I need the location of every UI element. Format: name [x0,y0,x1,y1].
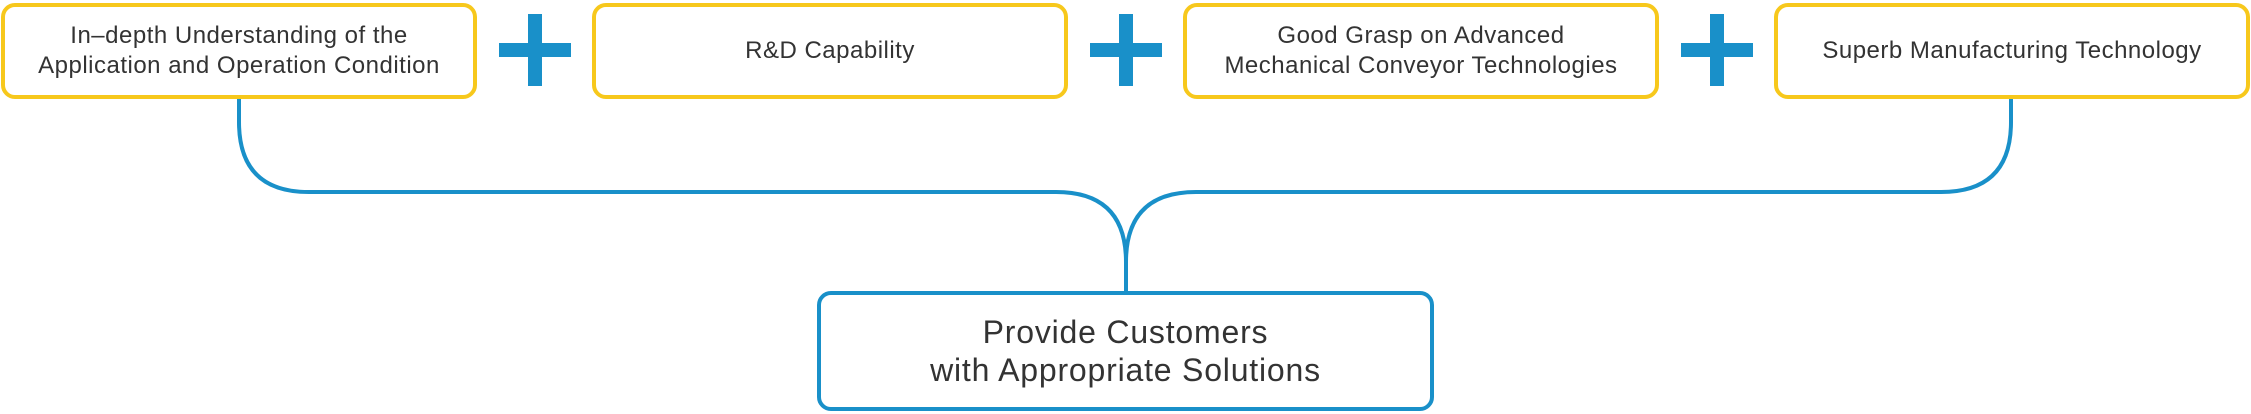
input-box-application-understanding: In–depth Understanding of the Applicatio… [1,3,477,99]
input-box-line: Good Grasp on Advanced [1277,22,1565,49]
input-box-rd-capability: R&D Capability [592,3,1068,99]
plus-icon [499,14,571,86]
right-bracket-line [1124,99,2013,263]
result-box-line: with Appropriate Solutions [930,352,1321,388]
result-box: Provide Customers with Appropriate Solut… [817,291,1434,411]
plus-icon [1681,14,1753,86]
input-box-conveyor-technologies: Good Grasp on Advanced Mechanical Convey… [1183,3,1659,99]
result-box-line: Provide Customers [982,314,1269,350]
plus-icon [1090,14,1162,86]
input-box-line: Mechanical Conveyor Technologies [1224,52,1618,79]
input-box-line: Superb Manufacturing Technology [1822,37,2202,64]
input-box-line: In–depth Understanding of the [70,22,408,49]
input-box-line: Application and Operation Condition [38,52,440,79]
input-box-manufacturing-technology: Superb Manufacturing Technology [1774,3,2250,99]
left-bracket-line [237,99,1128,291]
input-box-line: R&D Capability [745,37,915,64]
